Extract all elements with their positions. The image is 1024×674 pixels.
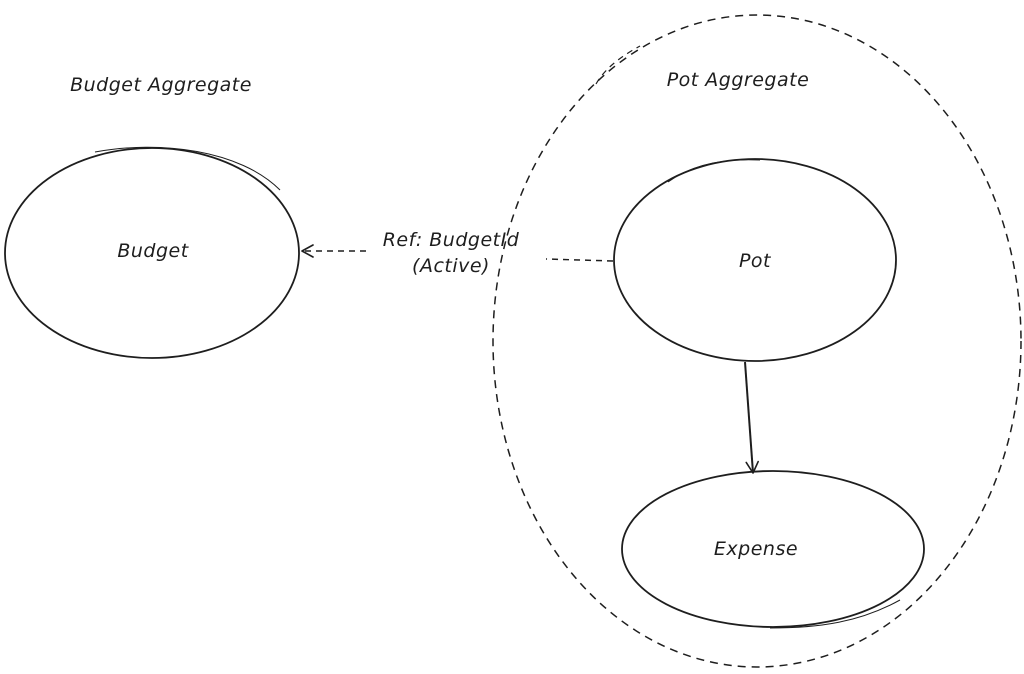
budget-node[interactable] xyxy=(4,146,300,359)
pot-node[interactable] xyxy=(613,158,897,362)
edge-label-line-1: Ref: BudgetId xyxy=(382,229,520,251)
budget-aggregate-title: Budget Aggregate xyxy=(70,74,252,96)
pot-aggregate-title: Pot Aggregate xyxy=(666,69,810,91)
edge-pot-to-budget-segment-right xyxy=(545,258,614,262)
budget-node-label: Budget xyxy=(117,240,189,262)
edge-label-line-2: (Active) xyxy=(412,255,490,277)
expense-node[interactable] xyxy=(621,470,925,629)
expense-node-label: Expense xyxy=(713,538,799,560)
edge-pot-to-budget-label: Ref: BudgetId (Active) xyxy=(383,227,520,279)
edge-pot-to-expense[interactable] xyxy=(744,361,759,474)
edge-pot-to-budget[interactable] xyxy=(301,244,614,262)
pot-node-label: Pot xyxy=(738,250,772,272)
pot-aggregate-boundary[interactable] xyxy=(492,14,1022,668)
